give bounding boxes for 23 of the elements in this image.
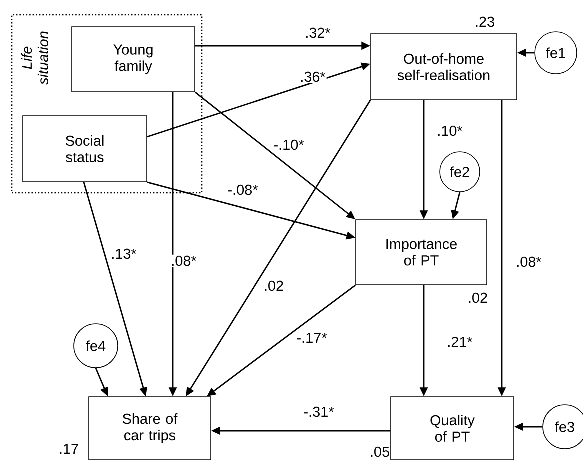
variable-box: Importance of PT bbox=[356, 220, 488, 286]
edge-label: -.10* bbox=[272, 138, 306, 152]
variable-box: Share of car trips bbox=[88, 396, 212, 460]
edge-label: -.17* bbox=[296, 332, 328, 344]
edge-label: .32* bbox=[304, 26, 332, 40]
group-heading: Life situation bbox=[21, 32, 49, 85]
variable-box: Social status bbox=[22, 116, 148, 182]
r-squared-value: .17 bbox=[60, 444, 78, 454]
r-squared-value: .05 bbox=[371, 446, 390, 458]
edge-label: -.08* bbox=[226, 184, 260, 196]
edge-label: .08* bbox=[170, 254, 198, 268]
edge-label: .36* bbox=[299, 70, 327, 84]
variable-box: Young family bbox=[72, 26, 196, 92]
edge-label: .10* bbox=[436, 124, 464, 138]
edge-label: .08* bbox=[515, 256, 543, 268]
variable-box: Quality of PT bbox=[390, 396, 514, 460]
edge-label: -.31* bbox=[302, 406, 336, 418]
r-squared-value: .23 bbox=[476, 16, 494, 28]
edge-label: .02 bbox=[262, 280, 286, 292]
variable-box: Out-of-home self-realisation bbox=[370, 34, 518, 100]
r-squared-value: .02 bbox=[469, 292, 488, 304]
edge-label: .21* bbox=[446, 336, 474, 348]
edge-label: .13* bbox=[110, 248, 138, 260]
